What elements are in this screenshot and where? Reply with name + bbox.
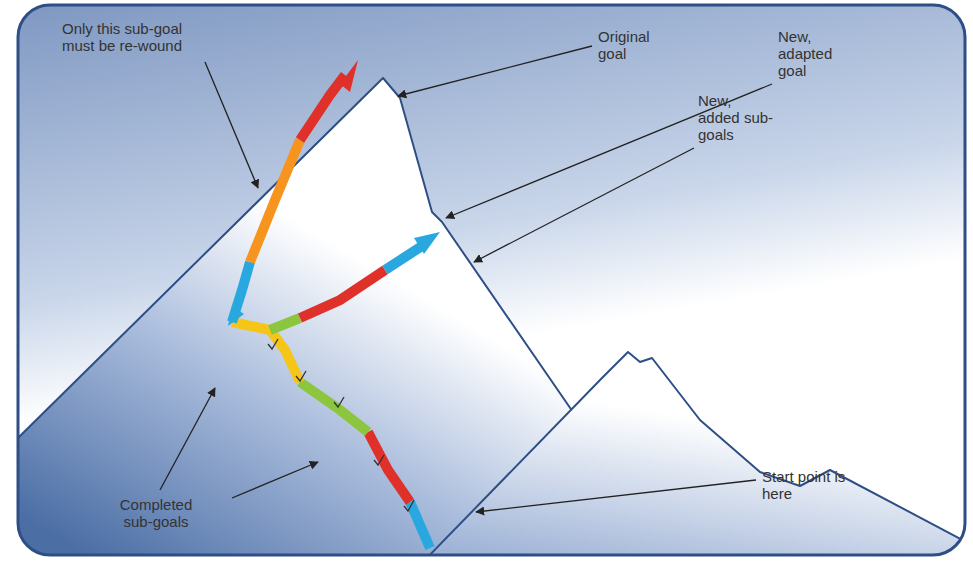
second-peak [420,352,965,555]
callout-label: Start point is here [762,468,850,502]
callout-label: Completed sub-goals [112,496,200,530]
sub-goal-path [232,75,430,548]
callout-label: Only this sub-goal must be re-wound [62,20,202,54]
path-arrowhead [414,232,440,254]
callout-label: New, added sub-goals [698,92,774,143]
path-arrowhead [228,306,244,326]
callout-label: New, adapted goal [778,28,850,79]
main-peak [18,78,580,555]
callout-label: Original goal [598,28,668,62]
leader-arrows [160,46,772,512]
frame [18,5,965,555]
path-arrowhead [340,60,358,92]
check-marks [268,339,414,511]
